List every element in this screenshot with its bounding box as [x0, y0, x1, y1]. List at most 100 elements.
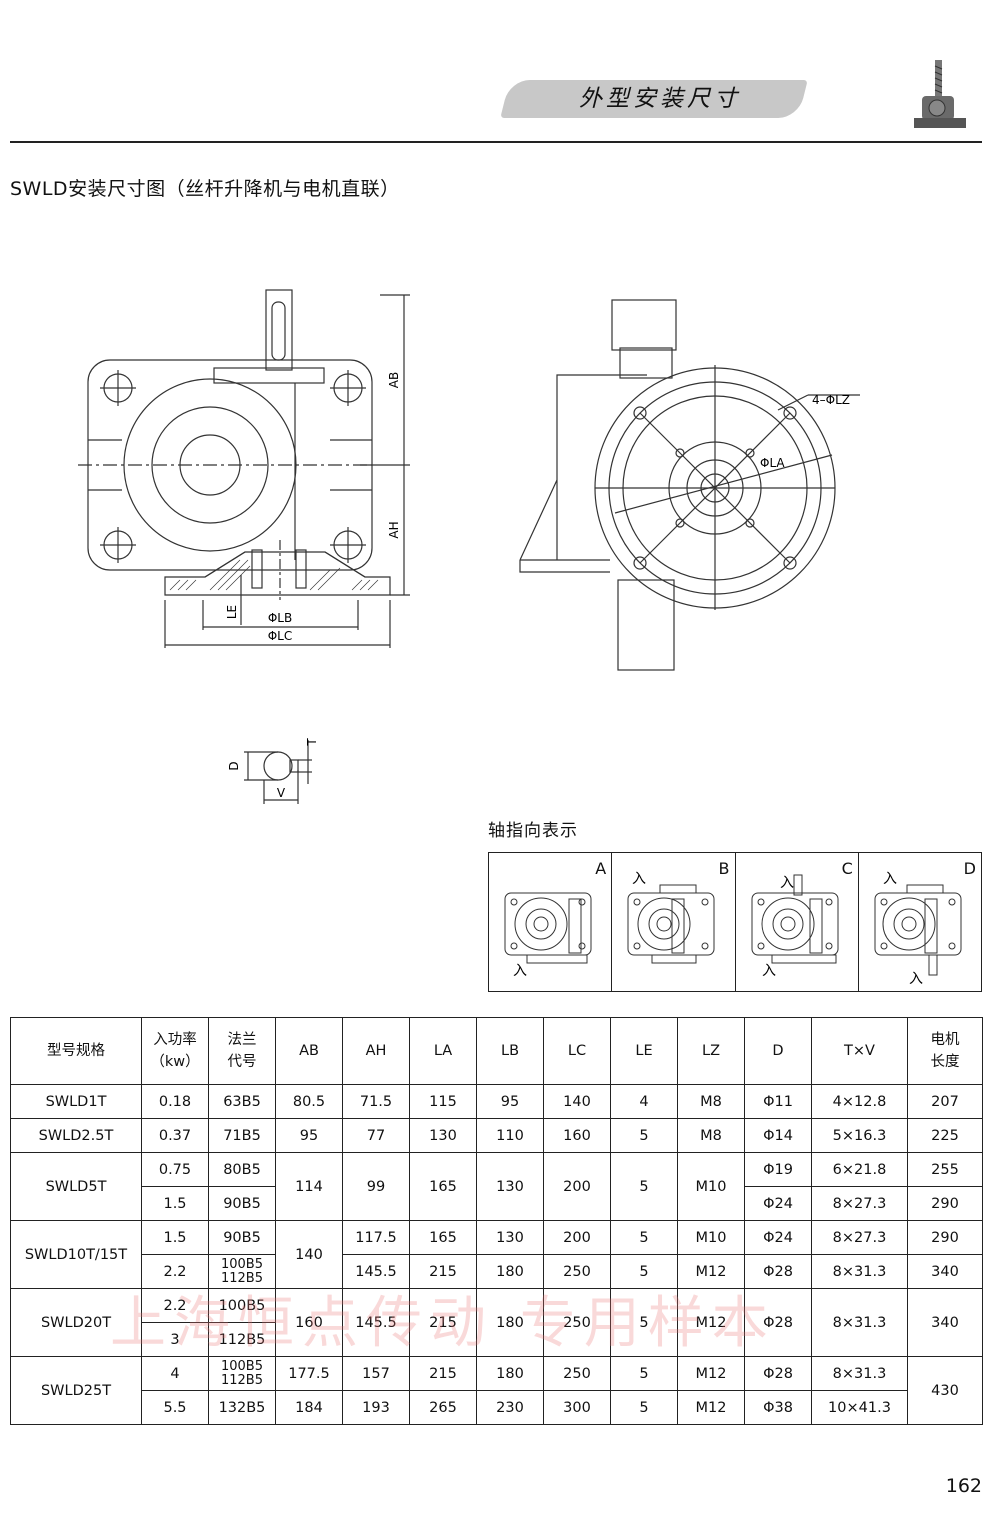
- axis-direction-c-letter: C: [841, 859, 853, 878]
- axis-direction-c: C 入 入: [736, 853, 859, 991]
- cell-le: 5: [610, 1356, 678, 1391]
- axis-direction-a: A 入: [489, 853, 613, 991]
- cell-power: 0.75: [141, 1152, 209, 1187]
- cell-txv: 6×21.8: [811, 1152, 908, 1187]
- cell-lz: M12: [677, 1356, 745, 1391]
- cell-model: SWLD25T: [10, 1356, 142, 1425]
- cell-lc: 200: [543, 1220, 611, 1255]
- key-detail-drawing: D T V: [227, 738, 319, 804]
- header-le: LE: [610, 1017, 678, 1085]
- cell-txv: 8×27.3: [811, 1220, 908, 1255]
- cell-flange: 63B5: [208, 1084, 276, 1119]
- dim-lc-label: ΦLC: [268, 629, 293, 643]
- side-view-drawing: 4–ΦLZ ΦLA: [519, 299, 860, 671]
- cell-la: 130: [409, 1118, 477, 1153]
- cell-motor: 290: [907, 1186, 983, 1221]
- cell-lb: 130: [476, 1220, 544, 1255]
- cell-ab: 80.5: [275, 1084, 343, 1119]
- axis-direction-b-letter: B: [718, 859, 730, 878]
- dim-t-label: T: [305, 738, 319, 747]
- dim-lz-label: 4–ΦLZ: [812, 393, 850, 407]
- cell-txv: 8×31.3: [811, 1356, 908, 1391]
- cell-power: 0.37: [141, 1118, 209, 1153]
- cell-lc: 300: [543, 1390, 611, 1425]
- cell-motor: 340: [907, 1254, 983, 1289]
- table-header-row: 型号规格 入功率（kw） 法兰代号 AB AH LA LB LC LE LZ D…: [10, 1017, 983, 1085]
- input-label-b: 入: [632, 871, 646, 887]
- header-txv: T×V: [811, 1017, 908, 1085]
- header-model: 型号规格: [10, 1017, 142, 1085]
- cell-ah: 117.5: [342, 1220, 410, 1255]
- cell-lc: 250: [543, 1288, 611, 1357]
- cell-motor: 255: [907, 1152, 983, 1187]
- cell-lc: 140: [543, 1084, 611, 1119]
- table-row: 5.5 132B5 184 193 265 230 300 5 M12 Φ38 …: [11, 1390, 983, 1425]
- dim-le-label: LE: [225, 605, 239, 619]
- header-ab: AB: [275, 1017, 343, 1085]
- cell-d: Φ28: [744, 1288, 812, 1357]
- cell-lz: M12: [677, 1288, 745, 1357]
- cell-power: 4: [141, 1356, 209, 1391]
- front-view-drawing: AB AH LE ΦLB ΦLC: [78, 289, 410, 648]
- cell-le: 5: [610, 1152, 678, 1221]
- cell-ab: 95: [275, 1118, 343, 1153]
- page-number: 162: [945, 1475, 982, 1497]
- cell-power: 1.5: [141, 1186, 209, 1221]
- axis-a-diagram: 入: [504, 892, 592, 979]
- axis-direction-row: A 入 B 入 C: [488, 852, 982, 992]
- cell-ab: 184: [275, 1390, 343, 1425]
- cell-ah: 145.5: [342, 1254, 410, 1289]
- header-ah: AH: [342, 1017, 410, 1085]
- cell-ab: 114: [275, 1152, 343, 1221]
- cell-lc: 250: [543, 1254, 611, 1289]
- input-label-c-bottom: 入: [762, 963, 776, 979]
- axis-b-diagram: 入: [627, 871, 715, 964]
- cell-d: Φ11: [744, 1084, 812, 1119]
- cell-motor: 340: [907, 1288, 983, 1357]
- table-row: SWLD2.5T 0.37 71B5 95 77 130 110 160 5 M…: [10, 1118, 983, 1153]
- cell-lb: 180: [476, 1254, 544, 1289]
- axis-c-diagram: 入 入: [751, 874, 838, 979]
- cell-motor: 225: [907, 1118, 983, 1153]
- cell-le: 4: [610, 1084, 678, 1119]
- header-lb: LB: [476, 1017, 544, 1085]
- dim-lb-label: ΦLB: [268, 611, 292, 625]
- axis-direction-d-letter: D: [963, 859, 976, 878]
- cell-ah: 145.5: [342, 1288, 410, 1357]
- input-label-d-bottom: 入: [909, 971, 923, 987]
- cell-d: Φ38: [744, 1390, 812, 1425]
- axis-direction-b: B 入: [612, 853, 736, 991]
- cell-model: SWLD5T: [10, 1152, 142, 1221]
- cell-power: 0.18: [141, 1084, 209, 1119]
- cell-ah: 77: [342, 1118, 410, 1153]
- cell-lb: 180: [476, 1356, 544, 1391]
- input-label-d-top: 入: [883, 871, 897, 887]
- header-lz: LZ: [677, 1017, 745, 1085]
- cell-power: 3: [141, 1322, 209, 1357]
- screw-jack-logo-icon: [914, 60, 966, 128]
- cell-la: 215: [409, 1356, 477, 1391]
- cell-power: 2.2: [141, 1288, 209, 1323]
- cell-la: 165: [409, 1152, 477, 1221]
- cell-lc: 200: [543, 1152, 611, 1221]
- cell-d: Φ24: [744, 1220, 812, 1255]
- cell-power: 2.2: [141, 1254, 209, 1289]
- cell-model: SWLD20T: [10, 1288, 142, 1357]
- cell-lz: M10: [677, 1220, 745, 1255]
- dim-d-label: D: [227, 761, 241, 770]
- cell-le: 5: [610, 1254, 678, 1289]
- cell-d: Φ28: [744, 1254, 812, 1289]
- header-flange: 法兰代号: [208, 1017, 276, 1085]
- cell-power: 1.5: [141, 1220, 209, 1255]
- cell-lc: 250: [543, 1356, 611, 1391]
- cell-ah: 157: [342, 1356, 410, 1391]
- cell-le: 5: [610, 1288, 678, 1357]
- cell-txv: 10×41.3: [811, 1390, 908, 1425]
- dim-ah-label: AH: [387, 521, 401, 538]
- cell-txv: 8×27.3: [811, 1186, 908, 1221]
- cell-ah: 193: [342, 1390, 410, 1425]
- input-label-a: 入: [513, 963, 527, 979]
- cell-lz: M10: [677, 1152, 745, 1221]
